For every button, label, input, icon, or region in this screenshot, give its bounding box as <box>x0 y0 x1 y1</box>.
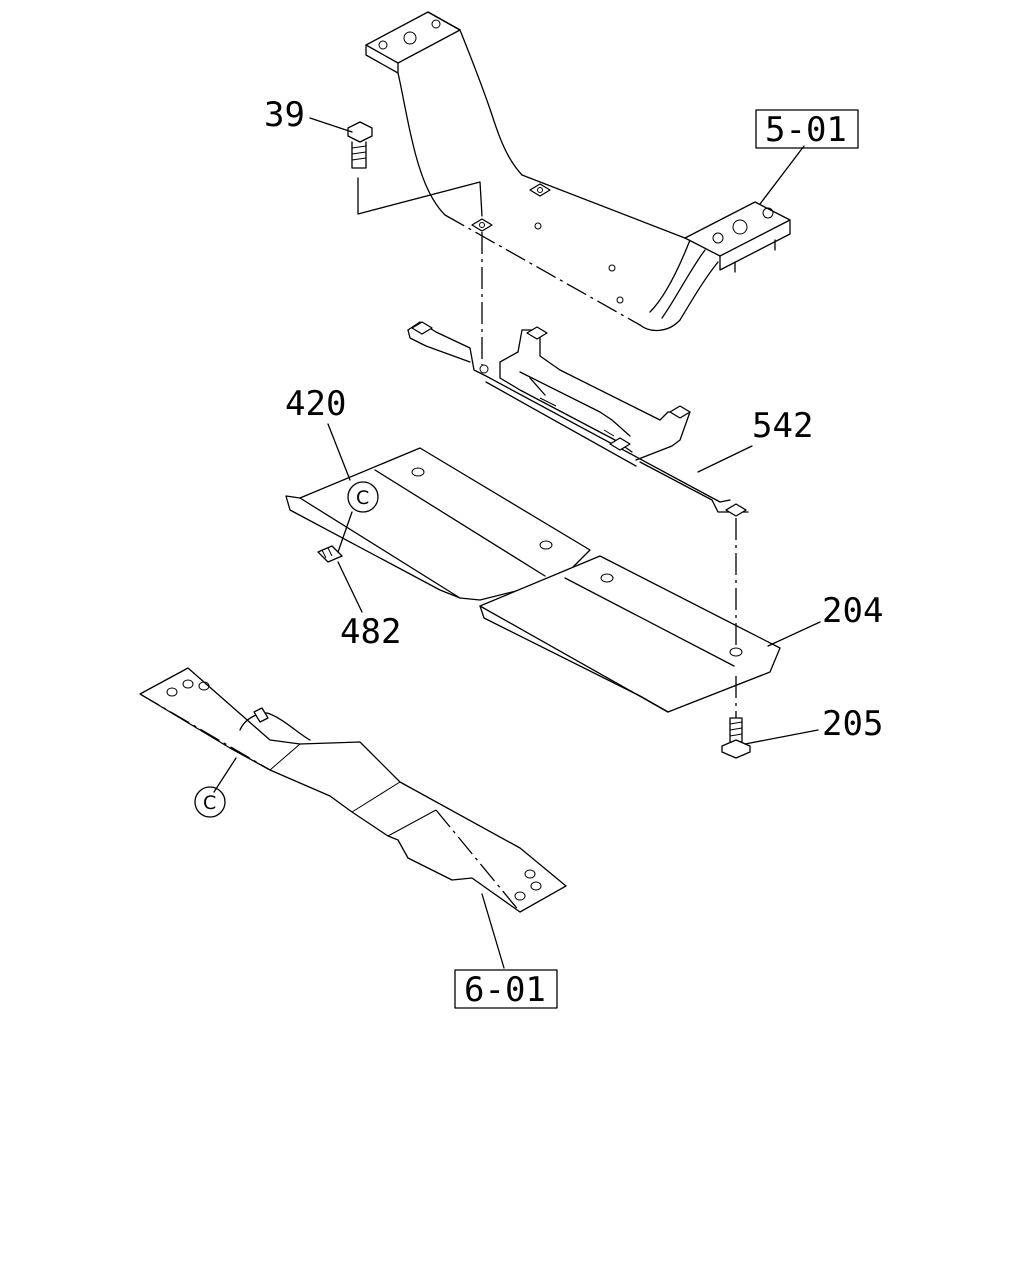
callout-205: 205 <box>822 704 883 744</box>
assembly-line-39 <box>357 177 483 217</box>
leader-420 <box>327 423 351 481</box>
connector-letter-lower: C <box>203 792 216 814</box>
leader-6-01 <box>481 893 505 969</box>
connector-marker-upper: C <box>347 481 379 513</box>
callout-204: 204 <box>822 591 883 631</box>
leader-39 <box>309 117 353 133</box>
bracket-542 <box>407 321 749 517</box>
skid-plate-204 <box>479 555 781 713</box>
callout-542: 542 <box>752 406 813 446</box>
clip-482-icon <box>317 545 343 563</box>
leader-connector-upper <box>337 511 353 553</box>
leader-204 <box>767 621 821 647</box>
leader-542 <box>697 445 753 473</box>
leader-connector-lower <box>213 757 237 793</box>
frame-crossmember-upper <box>365 11 791 332</box>
connector-marker-lower: C <box>194 786 226 818</box>
leader-205 <box>744 729 819 745</box>
reference-label-6-01: 6-01 <box>464 970 546 1010</box>
callout-39: 39 <box>264 95 305 135</box>
skid-plate-420 <box>285 447 591 601</box>
reference-box-5-01[interactable]: 5-01 <box>755 109 859 150</box>
reference-label-5-01: 5-01 <box>765 110 847 150</box>
reference-box-6-01[interactable]: 6-01 <box>454 969 558 1010</box>
callout-420: 420 <box>285 384 346 424</box>
bolt-39-icon <box>347 121 373 169</box>
frame-crossmember-lower <box>139 667 567 913</box>
callout-482: 482 <box>340 612 401 652</box>
leader-482 <box>337 561 363 613</box>
connector-letter-upper: C <box>356 487 369 509</box>
leader-5-01 <box>759 145 805 205</box>
bolt-205-icon <box>721 717 751 759</box>
